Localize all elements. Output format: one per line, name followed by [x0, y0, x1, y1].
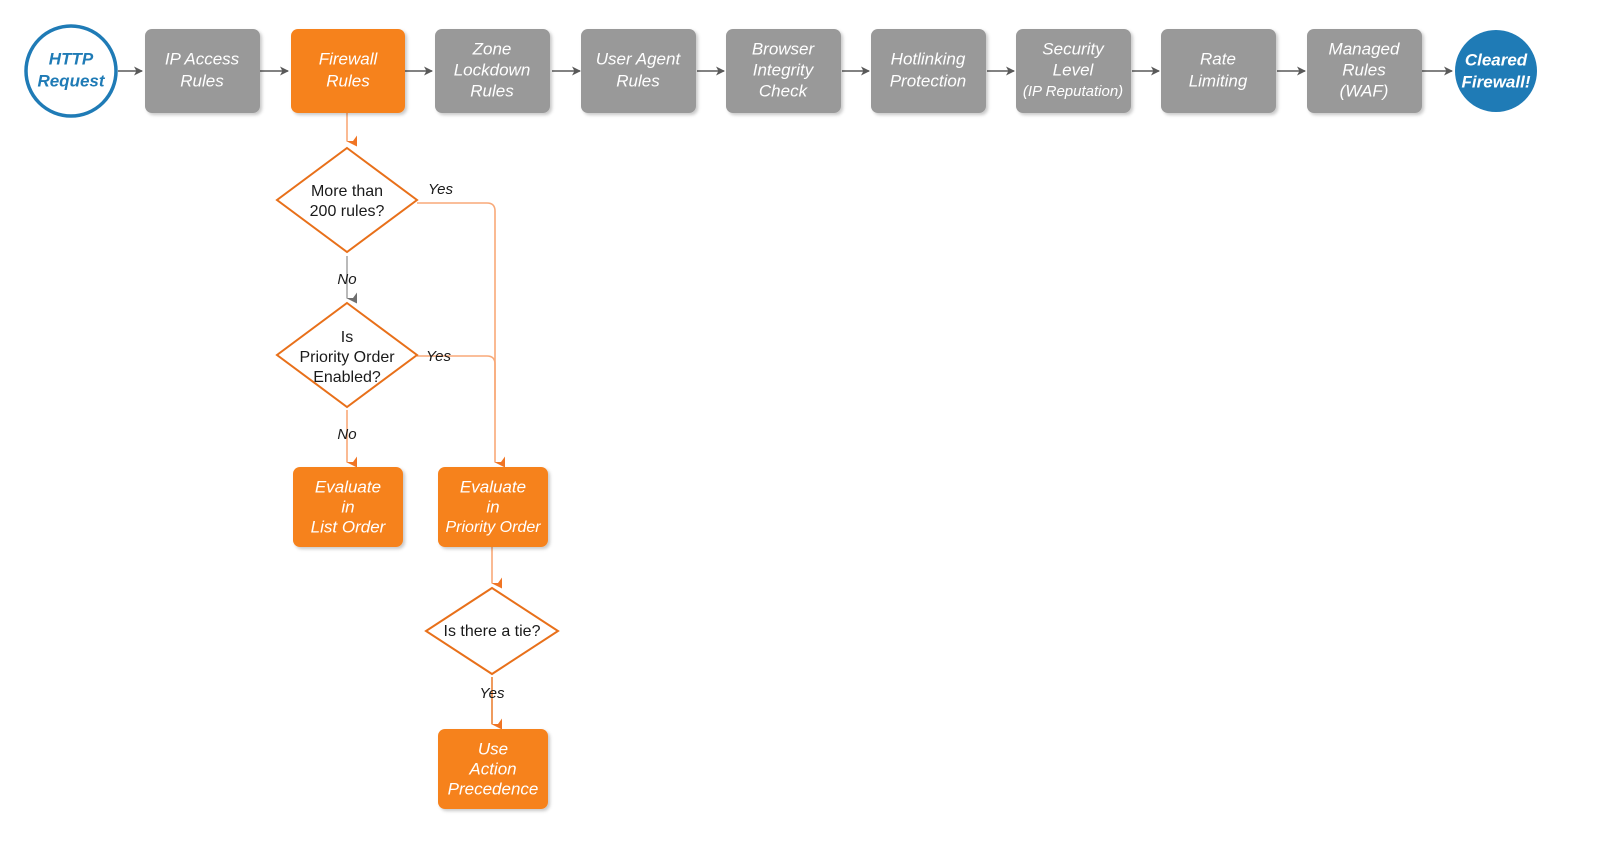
evaluate-in-list-order-label-line-2: in [341, 497, 354, 516]
ip-access-rules-label-line-1: IP Access [165, 49, 240, 68]
more-than-200-rules-label-line-1: More than [311, 183, 383, 200]
user-agent-rules-label-line-1: User Agent [596, 49, 682, 68]
use-action-precedence-label-line-1: Use [478, 739, 508, 758]
zone-lockdown-rules-label-line-3: Rules [470, 81, 514, 100]
decision-more-than-200-rules[interactable]: More than 200 rules? [275, 146, 419, 254]
cleared-firewall-label-line-1: Cleared [1465, 50, 1528, 69]
edge-label-yes-tie: Yes [479, 685, 505, 702]
is-there-a-tie-label: Is there a tie? [444, 623, 541, 640]
edge-label-no-priority-order: No [337, 426, 356, 443]
browser-integrity-check-box [726, 29, 841, 113]
node-ip-access-rules[interactable]: IP Access Rules [145, 29, 260, 113]
evaluate-in-priority-order-label-line-2: in [486, 497, 499, 516]
edge-label-yes-priority-order: Yes [426, 348, 452, 365]
decision-is-priority-order-enabled[interactable]: Is Priority Order Enabled? [275, 301, 419, 409]
evaluate-in-list-order-label-line-1: Evaluate [315, 477, 381, 496]
ip-access-rules-box [145, 29, 260, 113]
security-level-label-line-3: (IP Reputation) [1023, 83, 1123, 100]
node-evaluate-in-list-order[interactable]: Evaluate in List Order [293, 467, 403, 547]
zone-lockdown-rules-label-line-2: Lockdown [454, 60, 531, 79]
node-evaluate-in-priority-order[interactable]: Evaluate in Priority Order [438, 467, 548, 547]
http-request-label-line-1: HTTP [49, 49, 94, 68]
rate-limiting-label-line-2: Limiting [1189, 71, 1248, 90]
zone-lockdown-rules-box [435, 29, 550, 113]
node-use-action-precedence[interactable]: Use Action Precedence [438, 729, 548, 809]
managed-rules-waf-label-line-3: (WAF) [1340, 81, 1389, 100]
node-cleared-firewall[interactable]: Cleared Firewall! [1455, 30, 1537, 112]
evaluate-in-list-order-box [293, 467, 403, 547]
managed-rules-waf-label-line-2: Rules [1342, 60, 1386, 79]
http-request-circle [24, 24, 118, 118]
connector-decision200-yes-to-priorityorder [417, 202, 505, 468]
user-agent-rules-box [581, 29, 696, 113]
evaluate-in-priority-order-label-line-3: Priority Order [445, 519, 541, 536]
node-rate-limiting[interactable]: Rate Limiting [1161, 29, 1276, 113]
managed-rules-waf-label-line-1: Managed [1329, 39, 1400, 58]
cleared-firewall-label-line-2: Firewall! [1462, 72, 1531, 91]
decision-is-there-a-tie[interactable]: Is there a tie? [424, 586, 560, 676]
node-http-request[interactable]: HTTP Request [24, 24, 118, 118]
http-request-label-line-2: Request [37, 71, 105, 90]
more-than-200-rules-diamond [275, 146, 419, 254]
firewall-rules-box [291, 29, 405, 113]
evaluate-in-list-order-label-line-3: List Order [311, 517, 387, 536]
connector-prioritydecision-yes-to-priorityorder [417, 355, 496, 400]
node-firewall-rules[interactable]: Firewall Rules [291, 29, 405, 113]
cleared-firewall-circle [1455, 30, 1537, 112]
zone-lockdown-rules-label-line-1: Zone [472, 39, 512, 58]
node-hotlinking-protection[interactable]: Hotlinking Protection [871, 29, 986, 113]
security-level-label-line-1: Security [1042, 39, 1105, 58]
rate-limiting-box [1161, 29, 1276, 113]
node-managed-rules-waf[interactable]: Managed Rules (WAF) [1307, 29, 1422, 113]
browser-integrity-check-label-line-1: Browser [752, 39, 816, 58]
user-agent-rules-label-line-2: Rules [616, 71, 660, 90]
is-priority-order-enabled-label-line-1: Is [341, 329, 353, 346]
hotlinking-protection-label-line-1: Hotlinking [891, 49, 966, 68]
rate-limiting-label-line-1: Rate [1200, 49, 1236, 68]
node-security-level[interactable]: Security Level (IP Reputation) [1016, 29, 1131, 113]
is-priority-order-enabled-label-line-3: Enabled? [313, 369, 381, 386]
firewall-rules-label-line-1: Firewall [319, 49, 379, 68]
more-than-200-rules-label-line-2: 200 rules? [310, 203, 385, 220]
managed-rules-waf-box [1307, 29, 1422, 113]
node-browser-integrity-check[interactable]: Browser Integrity Check [726, 29, 841, 113]
hotlinking-protection-label-line-2: Protection [890, 71, 967, 90]
security-level-box [1016, 29, 1131, 113]
is-priority-order-enabled-label-line-2: Priority Order [299, 349, 395, 366]
node-zone-lockdown-rules[interactable]: Zone Lockdown Rules [435, 29, 550, 113]
is-priority-order-enabled-diamond [275, 301, 419, 409]
edge-labels: Yes No Yes No Yes [337, 181, 505, 702]
is-there-a-tie-diamond [424, 586, 560, 676]
evaluate-in-priority-order-box [438, 467, 548, 547]
branch-connectors [346, 113, 505, 730]
evaluate-in-priority-order-label-line-1: Evaluate [460, 477, 526, 496]
edge-label-yes-more-than-200: Yes [428, 181, 454, 198]
use-action-precedence-label-line-2: Action [468, 759, 516, 778]
node-user-agent-rules[interactable]: User Agent Rules [581, 29, 696, 113]
use-action-precedence-box [438, 729, 548, 809]
use-action-precedence-label-line-3: Precedence [448, 779, 539, 798]
security-level-label-line-2: Level [1053, 60, 1095, 79]
browser-integrity-check-label-line-2: Integrity [753, 60, 815, 79]
firewall-rules-label-line-2: Rules [326, 71, 370, 90]
browser-integrity-check-label-line-3: Check [759, 81, 809, 100]
hotlinking-protection-box [871, 29, 986, 113]
edge-label-no-more-than-200: No [337, 271, 356, 288]
ip-access-rules-label-line-2: Rules [180, 71, 224, 90]
